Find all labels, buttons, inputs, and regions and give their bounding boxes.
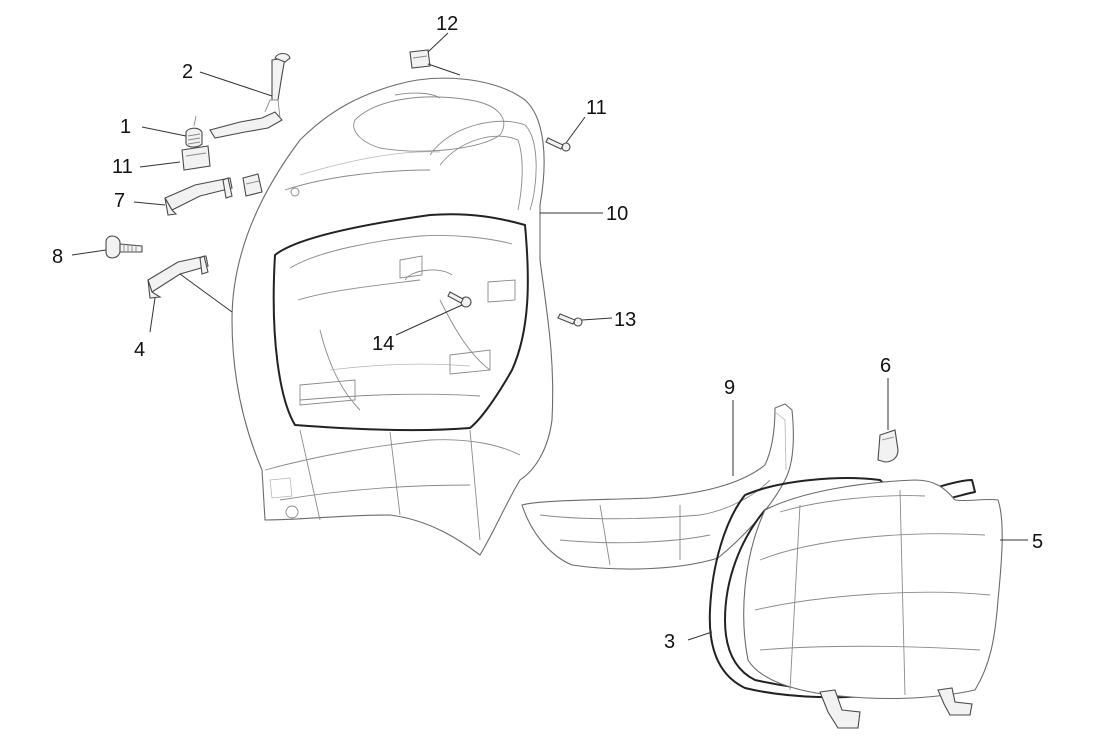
callout-10: 10 [606, 203, 628, 225]
leader-lines [71, 32, 1028, 641]
callout-13: 13 [614, 309, 636, 331]
bracket-part-4 [147, 255, 209, 299]
screw-part-13 [557, 313, 583, 327]
callout-11-right: 11 [586, 97, 607, 119]
callout-8: 8 [52, 246, 63, 268]
bracket-part-7 [164, 177, 233, 216]
callout-11-left: 11 [112, 156, 133, 178]
callout-labels: 1 2 3 4 5 6 7 8 9 10 11 11 12 13 14 [52, 13, 1043, 653]
callout-7: 7 [114, 190, 125, 212]
spring [185, 115, 203, 148]
callout-12: 12 [436, 13, 458, 35]
screw-part-14 [447, 291, 472, 308]
callout-9: 9 [724, 377, 735, 399]
side-panel-door [743, 479, 1003, 729]
callout-5: 5 [1032, 531, 1043, 553]
clip-part-6 [877, 429, 899, 463]
callout-6: 6 [880, 355, 891, 377]
callout-1: 1 [120, 116, 131, 138]
small-clip-center [242, 173, 263, 197]
clip-part-12 [409, 49, 431, 69]
callout-14: 14 [372, 333, 394, 355]
leg-shield-panel [231, 77, 554, 556]
screw-part-8 [105, 235, 143, 259]
callout-4: 4 [134, 339, 145, 361]
lower-trim-piece [521, 403, 794, 570]
clip-nut-left [181, 145, 211, 171]
screw-part-11-right [545, 137, 571, 152]
bag-hook [209, 52, 291, 139]
callout-3: 3 [664, 631, 675, 653]
callout-2: 2 [182, 61, 193, 83]
